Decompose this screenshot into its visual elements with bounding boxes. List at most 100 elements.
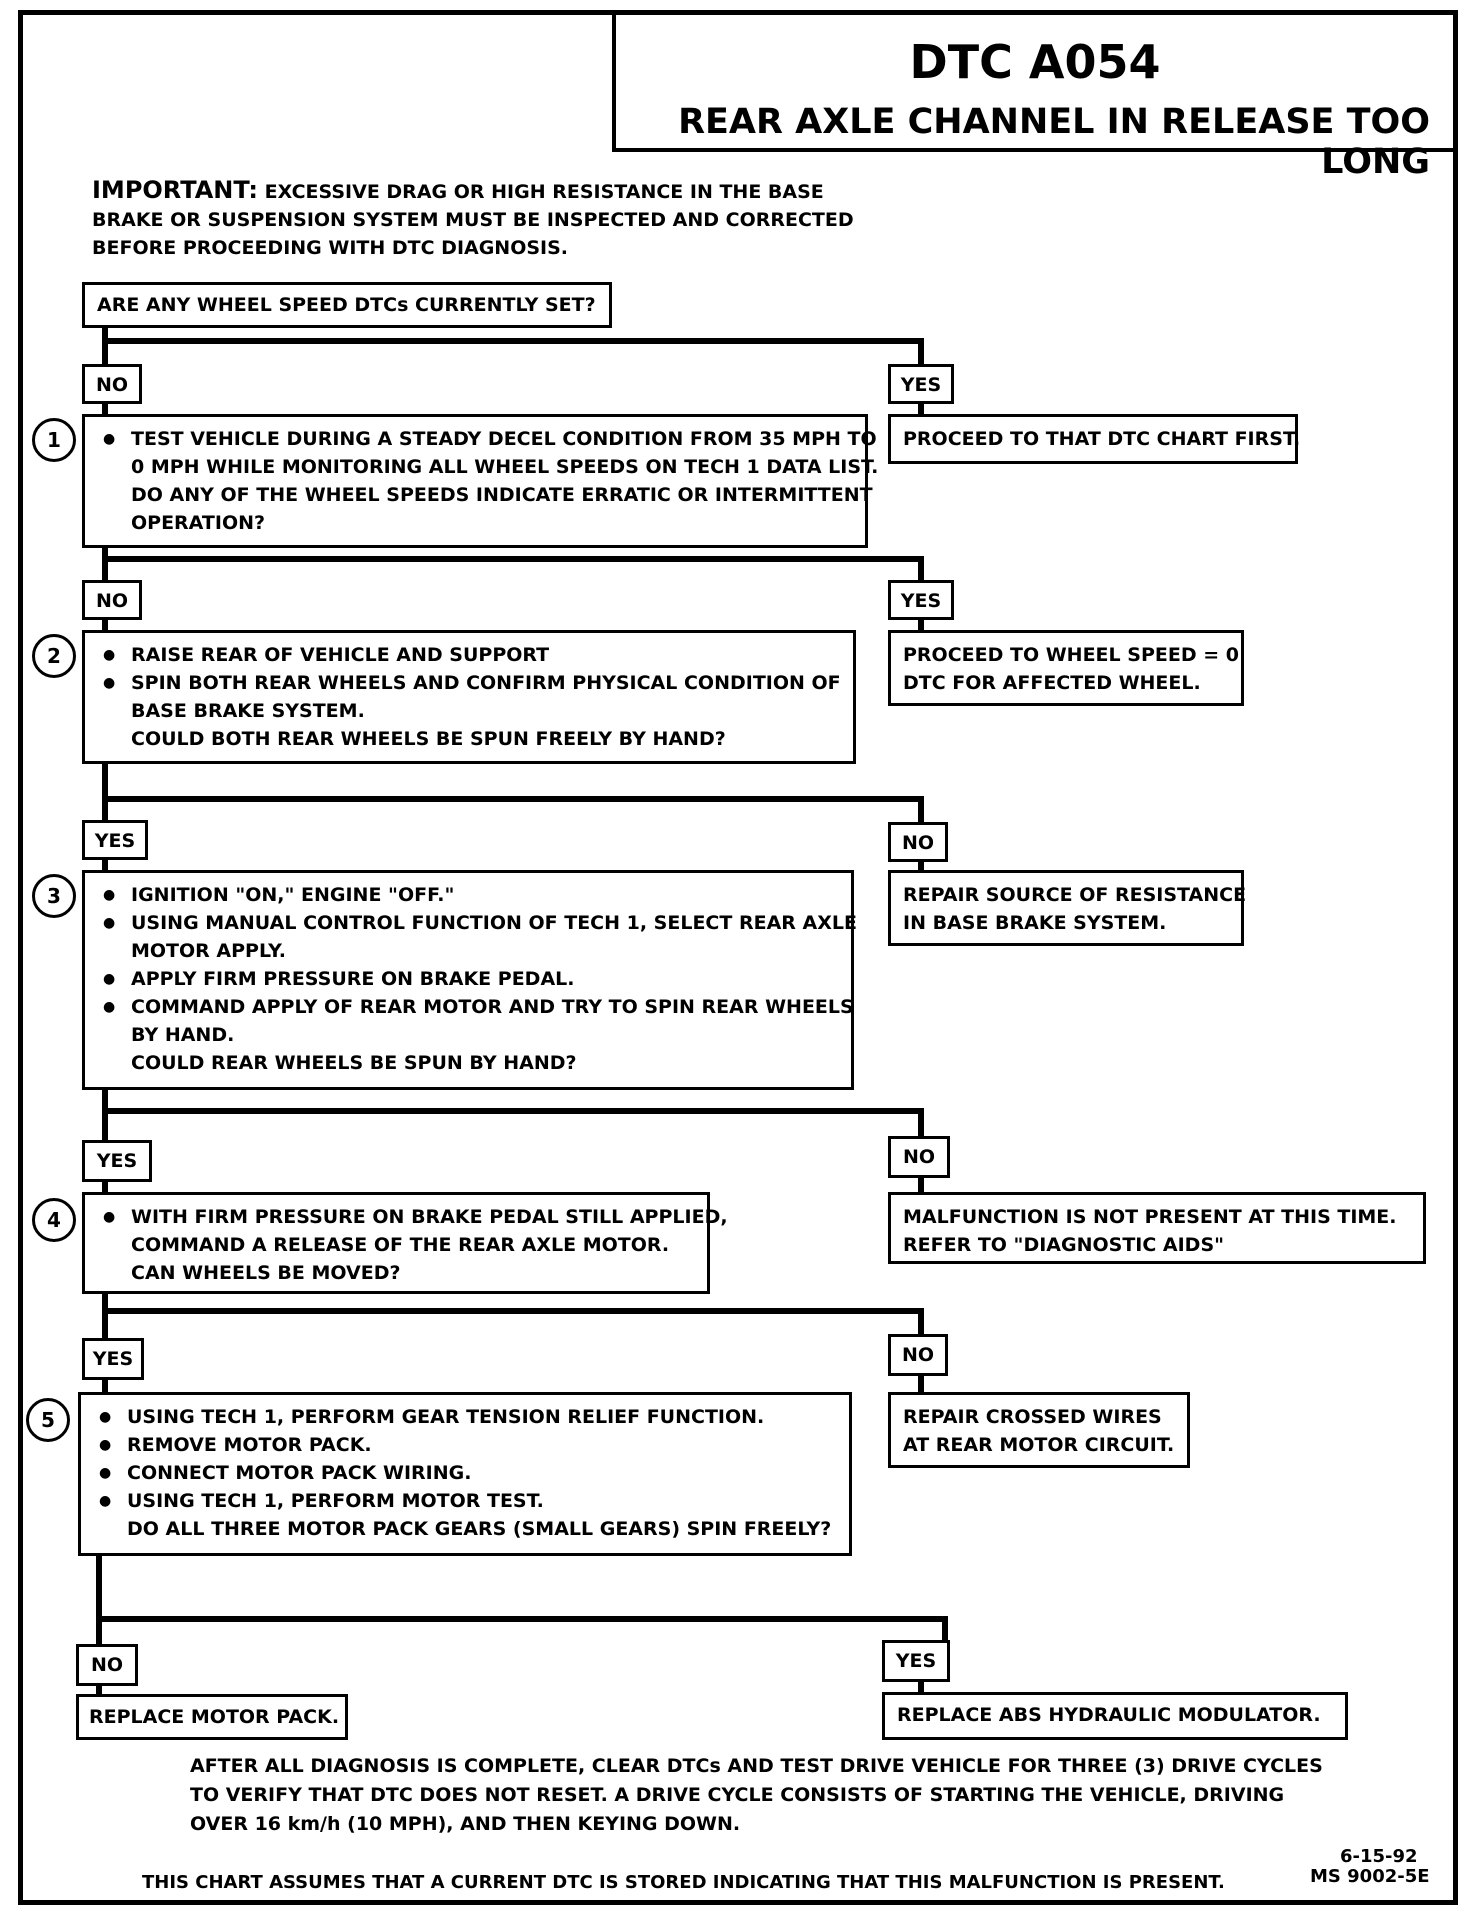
result-box: PROCEED TO WHEEL SPEED = 0 DTC FOR AFFEC… xyxy=(888,630,1244,706)
no-label: NO xyxy=(82,580,142,620)
connector xyxy=(102,618,108,632)
connector xyxy=(102,1292,108,1338)
connector xyxy=(102,1108,924,1114)
step-text-line: COULD REAR WHEELS BE SPUN BY HAND? xyxy=(131,1052,577,1074)
step-text-line: DO ALL THREE MOTOR PACK GEARS (SMALL GEA… xyxy=(127,1518,832,1540)
page-subtitle: REAR AXLE CHANNEL IN RELEASE TOO LONG xyxy=(678,102,1430,182)
step-text-line: DO ANY OF THE WHEEL SPEEDS INDICATE ERRA… xyxy=(131,484,873,506)
result-line: DTC FOR AFFECTED WHEEL. xyxy=(903,672,1201,694)
connector xyxy=(96,1554,102,1648)
step-4-box: WITH FIRM PRESSURE ON BRAKE PEDAL STILL … xyxy=(82,1192,728,1294)
note-line: TO VERIFY THAT DTC DOES NOT RESET. A DRI… xyxy=(190,1784,1285,1806)
bullet-item: USING TECH 1, PERFORM GEAR TENSION RELIE… xyxy=(93,1403,837,1431)
bullet-item: USING MANUAL CONTROL FUNCTION OF TECH 1,… xyxy=(97,909,857,937)
footer-note: THIS CHART ASSUMES THAT A CURRENT DTC IS… xyxy=(142,1872,1225,1893)
step-text-line: BY HAND. xyxy=(131,1024,235,1046)
connector xyxy=(102,546,108,582)
connector xyxy=(918,1108,924,1144)
connector xyxy=(96,1616,948,1622)
connector xyxy=(918,1680,924,1694)
result-line: MALFUNCTION IS NOT PRESENT AT THIS TIME. xyxy=(903,1206,1397,1228)
result-line: REFER TO "DIAGNOSTIC AIDS" xyxy=(903,1234,1225,1256)
bullet-item: TEST VEHICLE DURING A STEADY DECEL CONDI… xyxy=(97,425,877,453)
connector xyxy=(102,1378,108,1394)
connector xyxy=(918,1176,924,1194)
step-number-2: 2 xyxy=(32,634,76,678)
result-box: REPLACE ABS HYDRAULIC MODULATOR. xyxy=(882,1692,1348,1740)
step-text-line: CAN WHEELS BE MOVED? xyxy=(131,1262,401,1284)
bullet-item: IGNITION "ON," ENGINE "OFF." xyxy=(97,881,839,909)
important-line: BEFORE PROCEEDING WITH DTC DIAGNOSIS. xyxy=(92,237,569,259)
page-title: DTC A054 xyxy=(909,35,1161,89)
step-number-1: 1 xyxy=(32,418,76,462)
step-text-line: OPERATION? xyxy=(131,512,266,534)
connector xyxy=(102,1180,108,1194)
start-question: ARE ANY WHEEL SPEED DTCs CURRENTLY SET? xyxy=(97,294,596,316)
step-text-line: 0 MPH WHILE MONITORING ALL WHEEL SPEEDS … xyxy=(131,456,879,478)
connector xyxy=(102,556,924,562)
note-line: OVER 16 km/h (10 MPH), AND THEN KEYING D… xyxy=(190,1813,741,1835)
result-box: REPLACE MOTOR PACK. xyxy=(76,1694,348,1740)
connector xyxy=(918,796,924,822)
no-label: NO xyxy=(888,822,948,862)
bullet-item: USING TECH 1, PERFORM MOTOR TEST. xyxy=(93,1487,837,1515)
result-line: REPLACE ABS HYDRAULIC MODULATOR. xyxy=(897,1704,1321,1726)
title-block: DTC A054 REAR AXLE CHANNEL IN RELEASE TO… xyxy=(612,10,1458,182)
connector xyxy=(918,556,924,582)
result-box: MALFUNCTION IS NOT PRESENT AT THIS TIME.… xyxy=(888,1192,1426,1264)
result-line: REPAIR SOURCE OF RESISTANCE xyxy=(903,884,1247,906)
connector xyxy=(102,1088,108,1144)
step-number-4: 4 xyxy=(32,1198,76,1242)
bullet-item: REMOVE MOTOR PACK. xyxy=(93,1431,837,1459)
result-box: REPAIR CROSSED WIRES AT REAR MOTOR CIRCU… xyxy=(888,1392,1190,1468)
connector xyxy=(918,338,924,366)
step-text-line: MOTOR APPLY. xyxy=(131,940,286,962)
no-label: NO xyxy=(888,1136,950,1178)
no-label: NO xyxy=(888,1334,948,1376)
step-1-box: TEST VEHICLE DURING A STEADY DECEL CONDI… xyxy=(82,414,879,548)
connector xyxy=(918,1374,924,1394)
result-box: PROCEED TO THAT DTC CHART FIRST. xyxy=(888,414,1300,464)
connector xyxy=(102,858,108,872)
chart-date: 6-15-92 xyxy=(1340,1846,1418,1867)
yes-label: YES xyxy=(82,1140,152,1182)
important-note: IMPORTANT: EXCESSIVE DRAG OR HIGH RESIST… xyxy=(92,176,854,262)
result-line: REPAIR CROSSED WIRES xyxy=(903,1406,1162,1428)
step-3-box: IGNITION "ON," ENGINE "OFF."USING MANUAL… xyxy=(82,870,857,1090)
connector xyxy=(102,326,108,366)
connector xyxy=(102,1308,924,1314)
bullet-item: WITH FIRM PRESSURE ON BRAKE PEDAL STILL … xyxy=(97,1203,728,1231)
step-number-5: 5 xyxy=(26,1398,70,1442)
bullet-item: COMMAND APPLY OF REAR MOTOR AND TRY TO S… xyxy=(97,993,854,1021)
connector xyxy=(942,1616,948,1644)
connector xyxy=(102,796,924,802)
bullet-item: APPLY FIRM PRESSURE ON BRAKE PEDAL. xyxy=(97,965,839,993)
step-text-line: COMMAND A RELEASE OF THE REAR AXLE MOTOR… xyxy=(131,1234,670,1256)
yes-label: YES xyxy=(888,580,954,620)
yes-label: YES xyxy=(82,820,148,860)
bullet-item: CONNECT MOTOR PACK WIRING. xyxy=(93,1459,837,1487)
result-box: REPAIR SOURCE OF RESISTANCE IN BASE BRAK… xyxy=(888,870,1247,946)
connector xyxy=(102,338,924,344)
connector xyxy=(918,402,924,416)
result-line: PROCEED TO WHEEL SPEED = 0 xyxy=(903,644,1239,666)
bullet-item: RAISE REAR OF VEHICLE AND SUPPORT xyxy=(97,641,841,669)
step-number-3: 3 xyxy=(32,874,76,918)
result-line: IN BASE BRAKE SYSTEM. xyxy=(903,912,1167,934)
step-2-box: RAISE REAR OF VEHICLE AND SUPPORTSPIN BO… xyxy=(82,630,856,764)
connector xyxy=(102,762,108,822)
result-line: REPLACE MOTOR PACK. xyxy=(89,1706,340,1728)
important-line: BRAKE OR SUSPENSION SYSTEM MUST BE INSPE… xyxy=(92,209,854,231)
step-5-box: USING TECH 1, PERFORM GEAR TENSION RELIE… xyxy=(78,1392,852,1556)
no-label: NO xyxy=(82,364,142,404)
start-question-box: ARE ANY WHEEL SPEED DTCs CURRENTLY SET? xyxy=(82,282,612,328)
bullet-item: SPIN BOTH REAR WHEELS AND CONFIRM PHYSIC… xyxy=(97,669,841,697)
after-diagnosis-note: AFTER ALL DIAGNOSIS IS COMPLETE, CLEAR D… xyxy=(190,1752,1323,1839)
connector xyxy=(918,618,924,632)
yes-label: YES xyxy=(882,1640,950,1682)
no-label: NO xyxy=(76,1644,138,1686)
step-text-line: COULD BOTH REAR WHEELS BE SPUN FREELY BY… xyxy=(131,728,726,750)
connector xyxy=(102,402,108,416)
connector xyxy=(96,1684,102,1696)
note-line: AFTER ALL DIAGNOSIS IS COMPLETE, CLEAR D… xyxy=(190,1755,1323,1777)
